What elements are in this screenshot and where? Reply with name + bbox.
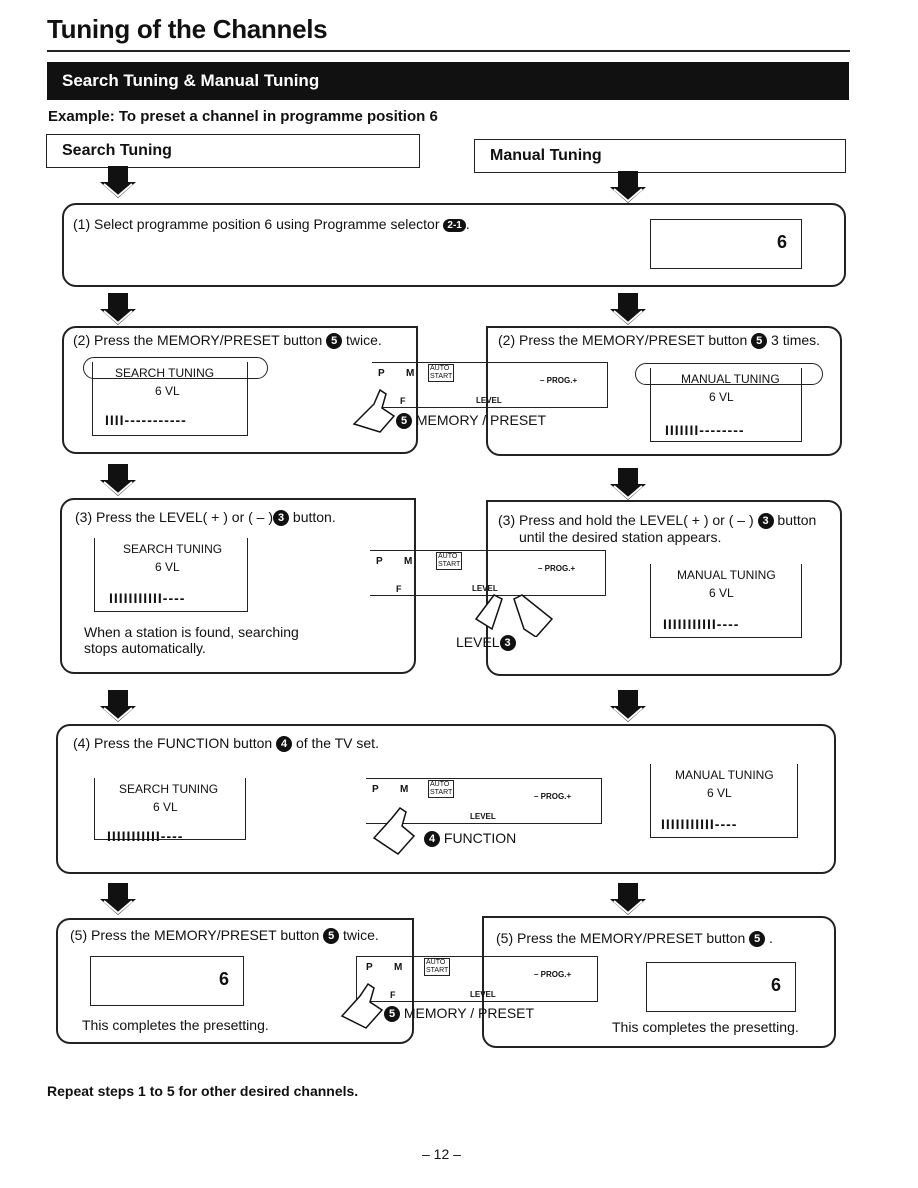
step5-manual-channel-display: 6 [646, 962, 796, 1012]
circle-5-icon: 5 [384, 1006, 400, 1023]
step5-search-box [56, 918, 414, 1044]
arrow-down-icon [609, 689, 647, 723]
page-title: Tuning of the Channels [47, 14, 328, 44]
example-heading: Example: To preset a channel in programm… [48, 108, 438, 125]
step4-text: (4) Press the FUNCTION button 4 of the T… [73, 735, 379, 753]
step1-label: (1) Select programme position 6 using Pr… [73, 216, 440, 232]
arrow-down-icon [99, 292, 137, 326]
step1-channel-display: 6 [650, 219, 802, 269]
step3-manual-display: MANUAL TUNING 6 VL IIIIIIIIIII---- [650, 564, 802, 638]
hand-pointer-icon [340, 982, 384, 1029]
hand-pointer-icon [474, 594, 554, 637]
repeat-note: Repeat steps 1 to 5 for other desired ch… [47, 1083, 359, 1099]
circle-5-icon: 5 [749, 931, 766, 948]
display-bubble [635, 363, 823, 385]
step1-box [62, 203, 846, 287]
step2-search-text: (2) Press the MEMORY/PRESET button 5 twi… [73, 332, 382, 350]
section-banner: Search Tuning & Manual Tuning [47, 62, 849, 100]
step2-manual-display: MANUAL TUNING 6 VL IIIIIII-------- [635, 363, 823, 442]
title-rule [47, 50, 850, 52]
circle-5-icon: 5 [323, 928, 340, 945]
page-number: – 12 – [422, 1146, 461, 1162]
step2-manual-text: (2) Press the MEMORY/PRESET button 5 3 t… [498, 332, 821, 350]
circle-3-icon: 3 [273, 510, 290, 527]
search-tuning-heading: Search Tuning [46, 134, 420, 168]
arrow-down-icon [99, 882, 137, 916]
circle-5-icon: 5 [751, 333, 768, 350]
circle-5-icon: 5 [326, 333, 343, 350]
step3-search-box [60, 498, 416, 674]
arrow-down-icon [99, 165, 137, 199]
search-tuning-label: Search Tuning [62, 142, 172, 159]
arrow-down-icon [609, 292, 647, 326]
circle-4-icon: 4 [424, 831, 440, 848]
memory-preset-label: 5 MEMORY / PRESET [396, 412, 546, 430]
arrow-down-icon [99, 689, 137, 723]
step4-box [56, 724, 836, 874]
step5-manual-done: This completes the presetting. [612, 1019, 799, 1035]
step3-search-display: SEARCH TUNING 6 VL IIIIIIIIIII---- [94, 538, 248, 612]
step1-text: (1) Select programme position 6 using Pr… [73, 216, 470, 232]
step3-search-text: (3) Press the LEVEL( + ) or ( – )3 butto… [75, 509, 336, 527]
manual-tuning-heading: Manual Tuning [474, 139, 846, 173]
circle-3-icon: 3 [757, 513, 774, 530]
circle-4-icon: 4 [276, 736, 293, 753]
hand-pointer-icon [372, 806, 416, 855]
step4-search-display: SEARCH TUNING 6 VL IIIIIIIIIII---- [94, 778, 246, 844]
circle-3-icon: 3 [499, 635, 516, 652]
step3-manual-box [486, 500, 842, 676]
step4-manual-display: MANUAL TUNING 6 VL IIIIIIIIIII---- [650, 764, 798, 838]
step5-search-done: This completes the presetting. [82, 1017, 269, 1033]
step1-ref-badge: 2-1 [443, 218, 466, 232]
step5-search-text: (5) Press the MEMORY/PRESET button 5 twi… [70, 927, 379, 945]
step2-manual-box [486, 326, 842, 456]
step2-search-box [62, 326, 418, 454]
step5-manual-text: (5) Press the MEMORY/PRESET button 5 . [496, 930, 773, 948]
arrow-down-icon [609, 467, 647, 501]
function-label: 4 FUNCTION [424, 830, 516, 848]
manual-tuning-label: Manual Tuning [490, 147, 602, 164]
hand-pointer-icon [352, 388, 396, 433]
arrow-down-icon [609, 170, 647, 204]
arrow-down-icon [609, 882, 647, 916]
step5-manual-box [482, 916, 836, 1048]
circle-5-icon: 5 [396, 413, 412, 430]
arrow-down-icon [99, 463, 137, 497]
step2-search-display: SEARCH TUNING 6 VL IIII----------- [83, 357, 268, 436]
step3-manual-text: (3) Press and hold the LEVEL( + ) or ( –… [498, 512, 817, 546]
display-bubble [83, 357, 268, 379]
step1-channel-value: 6 [776, 232, 787, 252]
memory-preset-label: 5 MEMORY / PRESET [384, 1005, 534, 1023]
step5-search-channel-display: 6 [90, 956, 244, 1006]
